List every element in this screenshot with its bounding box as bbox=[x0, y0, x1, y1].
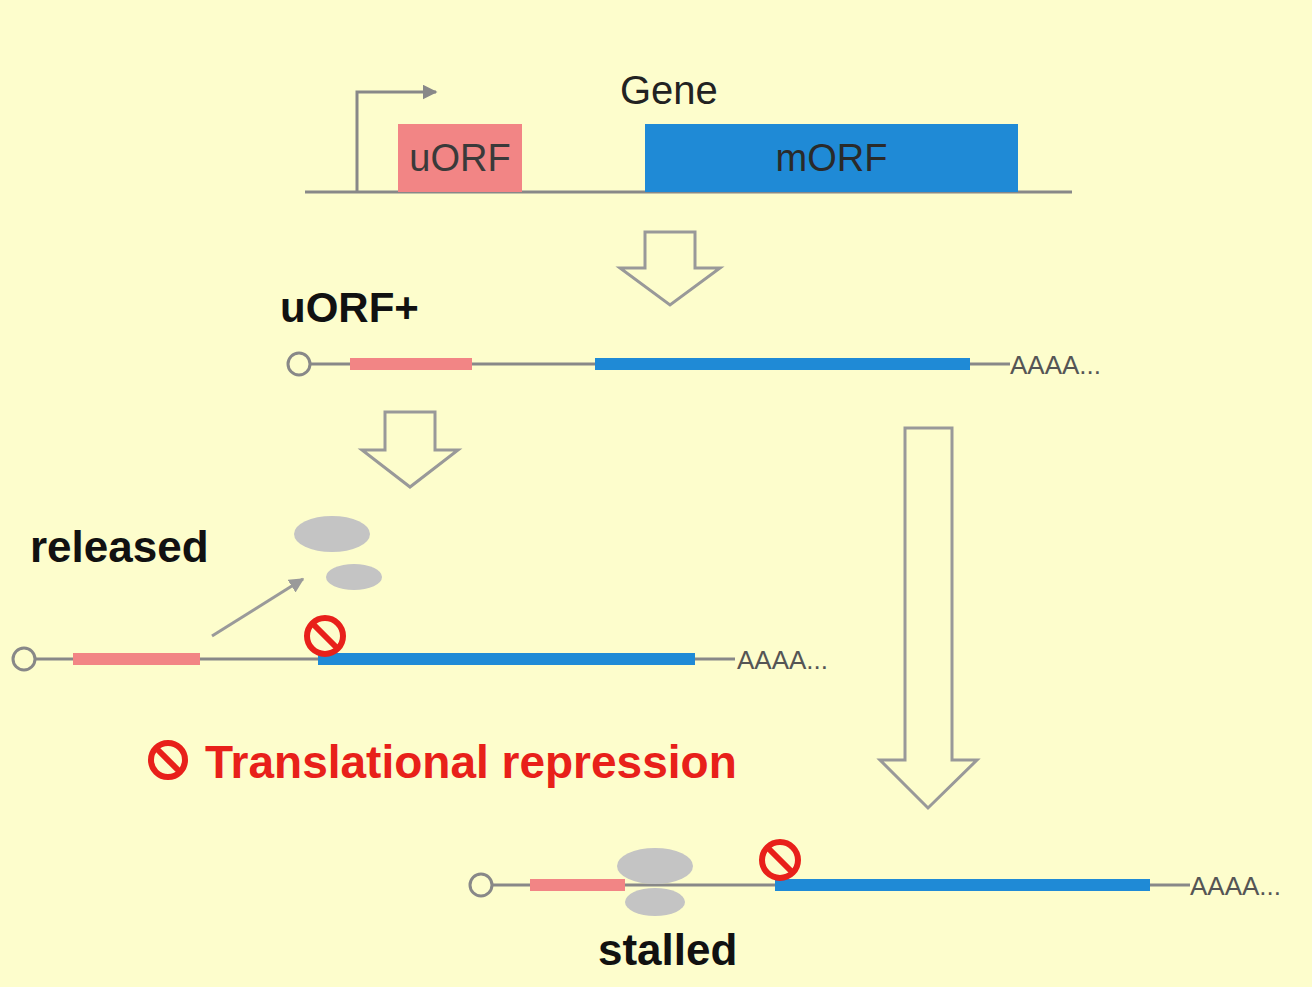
polya-tail: AAAA... bbox=[1190, 873, 1281, 899]
hollow-arrow bbox=[620, 232, 720, 305]
ribosome-small bbox=[326, 564, 382, 590]
state-label: stalled bbox=[598, 928, 737, 972]
polya-tail: AAAA... bbox=[737, 647, 828, 673]
morf-segment bbox=[775, 879, 1150, 891]
uorf-segment bbox=[350, 358, 472, 370]
orf-box: mORF bbox=[645, 124, 1018, 192]
gene-label: Gene bbox=[620, 70, 718, 110]
morf-segment bbox=[318, 653, 695, 665]
polya-tail: AAAA... bbox=[1010, 352, 1101, 378]
construct-label: uORF+ bbox=[280, 287, 419, 329]
cap-symbol bbox=[470, 874, 492, 896]
release-arrow bbox=[212, 579, 303, 636]
hollow-arrow bbox=[362, 412, 458, 487]
ribosome-small bbox=[625, 888, 685, 916]
uorf-segment bbox=[530, 879, 625, 891]
ribosome-large bbox=[617, 848, 693, 884]
orf-box: uORF bbox=[398, 124, 522, 192]
repression-label: Translational repression bbox=[205, 739, 737, 785]
orf-name: uORF bbox=[409, 139, 510, 177]
prohibition-sign bbox=[762, 842, 798, 878]
morf-segment bbox=[595, 358, 970, 370]
prohibition-sign bbox=[307, 618, 343, 654]
state-label: released bbox=[30, 525, 209, 569]
orf-name: mORF bbox=[776, 139, 888, 177]
cap-symbol bbox=[13, 648, 35, 670]
uorf-segment bbox=[73, 653, 200, 665]
ribosome-large bbox=[294, 516, 370, 552]
cap-symbol bbox=[288, 353, 310, 375]
prohibition-sign bbox=[151, 743, 185, 777]
hollow-arrow bbox=[880, 428, 977, 808]
